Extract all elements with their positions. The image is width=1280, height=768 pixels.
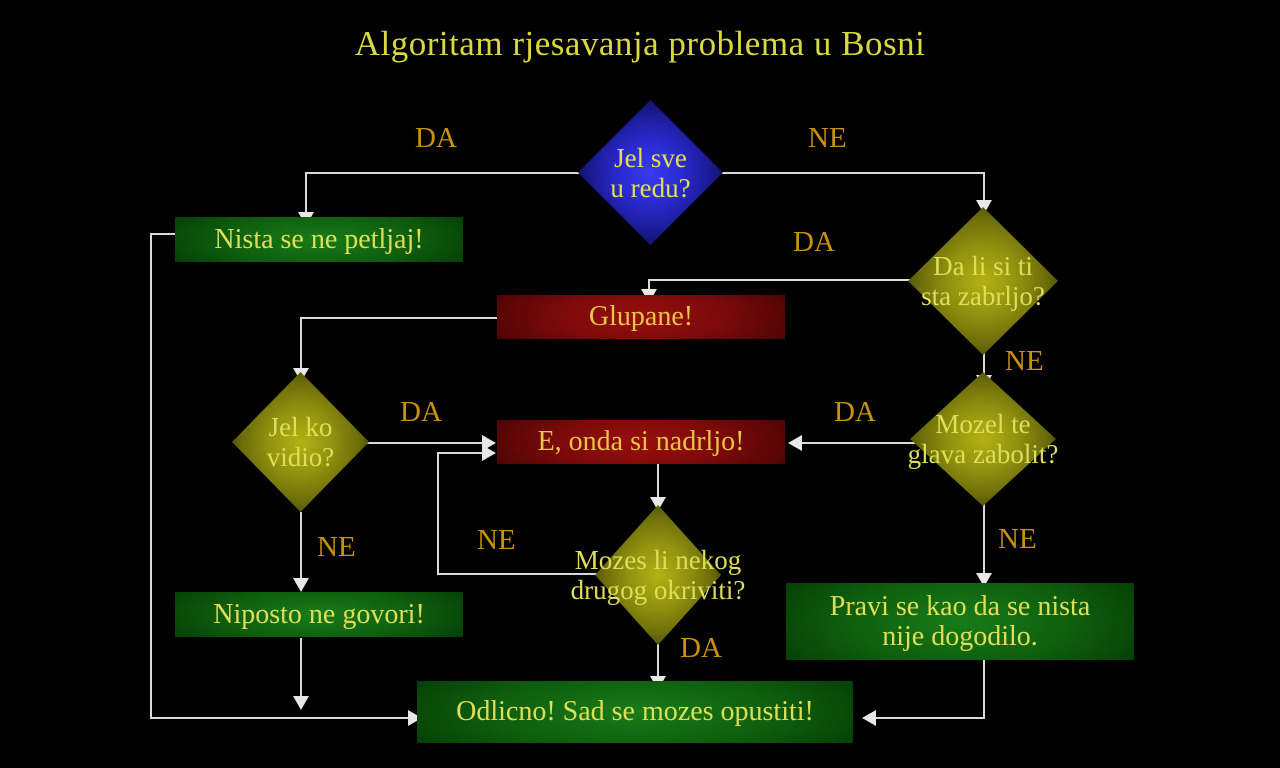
connector-nista-loop-down <box>150 233 152 718</box>
arrowhead-niposto <box>293 578 309 592</box>
page-title: Algoritam rjesavanja problema u Bosni <box>354 24 926 63</box>
connector-vidio-to-nadrljo <box>366 442 484 444</box>
edge-label-root-da: DA <box>415 122 457 154</box>
connector-nista-loop-out <box>150 233 176 235</box>
decision-mozes-li-nekog-drugog-okriviti[interactable]: Mozes li nekog drugog okriviti? <box>571 505 745 645</box>
edge-label-vidio-ne: NE <box>317 531 356 563</box>
connector-glupane-to-vidio-down <box>300 317 302 372</box>
connector-zabrljo-to-glupane <box>648 279 910 281</box>
terminal-label: Odlicno! Sad se mozes opustiti! <box>456 696 814 728</box>
alert-glupane[interactable]: Glupane! <box>497 295 785 339</box>
diamond-shape <box>910 372 1056 506</box>
edge-label-root-ne: NE <box>808 122 847 154</box>
arrowhead-nadrljo-left-b <box>482 445 496 461</box>
terminal-nista-se-ne-petljaj[interactable]: Nista se ne petljaj! <box>175 217 463 262</box>
decision-mozel-te-glava-zabolit[interactable]: Mozel te glava zabolit? <box>908 372 1058 506</box>
connector-niposto-to-odlicno <box>300 638 302 702</box>
terminal-label: Niposto ne govori! <box>213 598 425 630</box>
terminal-odlicno-sad-se-mozes-opustiti[interactable]: Odlicno! Sad se mozes opustiti! <box>417 681 853 743</box>
connector-nadrljo-to-okriviti <box>657 462 659 504</box>
edge-label-glava-da: DA <box>834 396 876 428</box>
connector-root-to-zabrljo <box>722 172 985 174</box>
decision-da-li-si-ti-sta-zabrljo[interactable]: Da li si ti sta zabrljo? <box>908 207 1058 355</box>
connector-okriviti-ne-left <box>437 573 617 575</box>
connector-glava-to-pravi <box>983 503 985 579</box>
connector-zabrljo-to-glava <box>983 352 985 382</box>
edge-label-zabrljo-da: DA <box>793 226 835 258</box>
terminal-label-line1: Pravi se kao da se nista <box>829 590 1091 622</box>
connector-root-to-zabrljo-down <box>983 172 985 206</box>
terminal-label-line2: nije dogodilo. <box>882 620 1038 652</box>
decision-jel-sve-u-redu[interactable]: Jel sve u redu? <box>578 100 723 245</box>
connector-nista-loop-in <box>150 717 412 719</box>
connector-okriviti-ne-up <box>437 452 439 575</box>
arrowhead-odlicno-mid <box>293 696 309 710</box>
edge-label-vidio-da: DA <box>400 396 442 428</box>
diamond-shape <box>595 505 721 645</box>
edge-label-zabrljo-ne: NE <box>1005 345 1044 377</box>
alert-label: E, onda si nadrljo! <box>537 426 745 458</box>
connector-glupane-to-vidio <box>300 317 498 319</box>
connector-vidio-to-niposto <box>300 512 302 584</box>
connector-okriviti-to-odlicno <box>657 642 659 682</box>
arrowhead-nadrljo-right <box>788 435 802 451</box>
connector-root-to-nista <box>305 172 580 174</box>
connector-glava-to-nadrljo <box>800 442 916 444</box>
terminal-label: Nista se ne petljaj! <box>214 223 424 255</box>
diamond-shape <box>908 207 1058 355</box>
connector-okriviti-ne-right <box>437 452 484 454</box>
arrowhead-odlicno-right <box>862 710 876 726</box>
connector-zabrljo-to-glupane-down <box>648 279 650 293</box>
edge-label-okriviti-ne: NE <box>477 524 516 556</box>
arrowhead-okriviti <box>650 497 666 511</box>
connector-pravi-to-odlicno-down <box>983 660 985 718</box>
connector-root-to-nista-down <box>305 172 307 216</box>
decision-jel-ko-vidio[interactable]: Jel ko vidio? <box>232 372 369 512</box>
terminal-pravi-se-kao-da-se-nista-nije-dogodilo[interactable]: Pravi se kao da se nista nije dogodilo. <box>786 583 1134 660</box>
connector-pravi-to-odlicno-left <box>876 717 985 719</box>
edge-label-glava-ne: NE <box>998 523 1037 555</box>
alert-e-onda-si-nadrljo[interactable]: E, onda si nadrljo! <box>497 420 785 464</box>
alert-label: Glupane! <box>588 301 694 333</box>
terminal-niposto-ne-govori[interactable]: Niposto ne govori! <box>175 592 463 637</box>
diamond-shape <box>578 100 723 245</box>
diamond-shape <box>232 372 369 512</box>
edge-label-okriviti-da: DA <box>680 632 722 664</box>
